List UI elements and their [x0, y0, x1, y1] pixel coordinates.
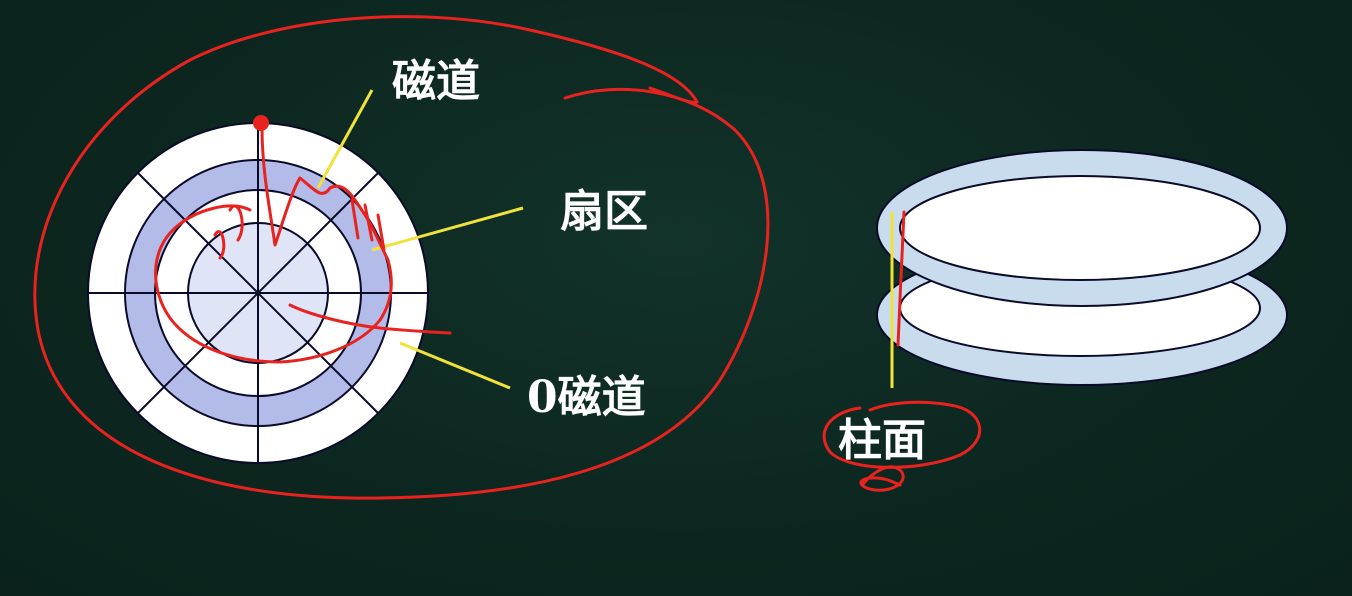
teacher-annotations [33, 15, 982, 500]
red-dot-marker [253, 115, 269, 131]
arrow-to-track-zero [288, 303, 452, 335]
track-scribble [154, 126, 393, 364]
cylinder-stroke [896, 210, 906, 347]
disk-platter [87, 122, 429, 464]
leader-lines [316, 89, 524, 390]
upper-platter-surface [899, 175, 1261, 281]
track-leader [316, 89, 374, 189]
track-zero-leader [399, 341, 511, 390]
circle-around-cylinder-label [822, 400, 982, 469]
sector-label: 扇区 [560, 186, 648, 237]
small-scribbles [213, 204, 244, 260]
sector-hatching [350, 198, 386, 252]
sector-leader [371, 206, 524, 252]
cylinder-label: 柱面 [838, 415, 926, 466]
sector-dividers [88, 123, 428, 463]
track-zero-label: 0磁道 [527, 372, 646, 423]
platter-stack [876, 149, 1288, 386]
underline-scribble [859, 465, 905, 492]
track-label: 磁道 [392, 56, 480, 107]
loop-around-platter [33, 15, 770, 500]
